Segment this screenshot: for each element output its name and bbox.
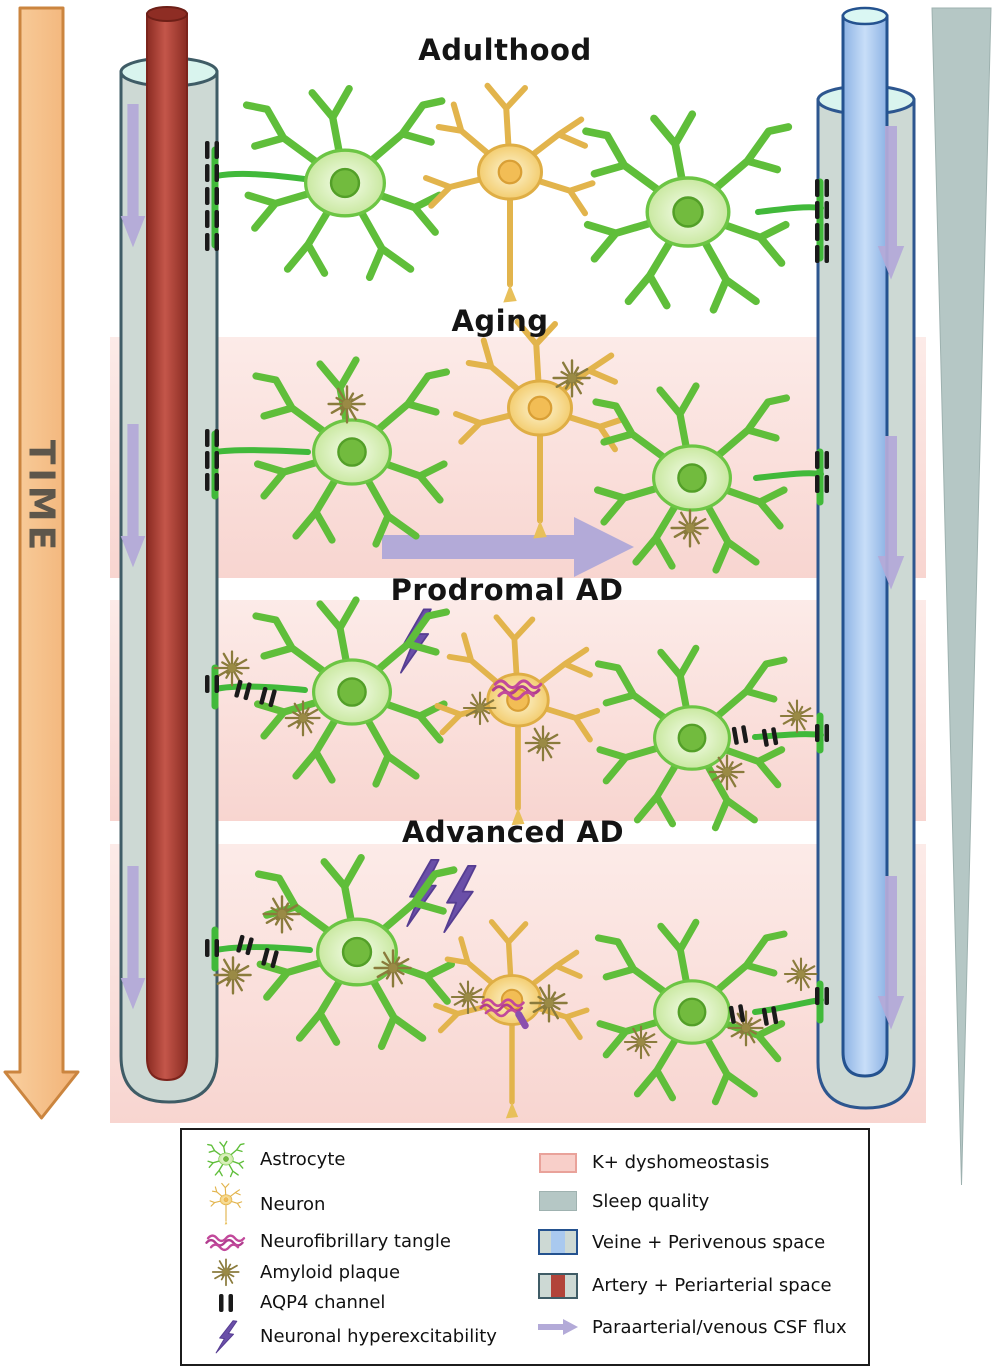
vein: [841, 6, 889, 1078]
stage-advanced-cells: [205, 858, 829, 1119]
artery: [146, 6, 188, 1082]
legend-box: Astrocyte Neuron Neurofibrillary tangle …: [180, 1128, 870, 1366]
sleep-quality-taper: [931, 7, 992, 1186]
progression-arrow: [382, 517, 634, 577]
sleep-quality-swatch: [534, 1191, 582, 1211]
legend-label: AQP4 channel: [260, 1292, 386, 1314]
stage-adulthood-cells: [205, 86, 829, 310]
stage-title-aging: Aging: [451, 304, 549, 338]
astrocyte-icon: [202, 1140, 250, 1178]
k-dyshomeostasis-swatch: [534, 1152, 582, 1173]
stage-title-advanced: Advanced AD: [401, 815, 625, 849]
legend-label: Neurofibrillary tangle: [260, 1231, 451, 1253]
legend-item-sleep-quality: Sleep quality: [534, 1191, 864, 1212]
legend-right-column: K+ dyshomeostasis Sleep quality Veine + …: [534, 1152, 864, 1338]
stage-aging-cells: [205, 322, 829, 570]
legend-item-csf-flux: Paraarterial/venous CSF flux: [534, 1316, 864, 1338]
aqp4-channel-icon: [202, 1292, 250, 1314]
time-arrow: [3, 6, 80, 1120]
legend-label: Paraarterial/venous CSF flux: [592, 1316, 847, 1338]
legend-label: Veine + Perivenous space: [592, 1231, 826, 1253]
legend-label: K+ dyshomeostasis: [592, 1152, 770, 1173]
legend-item-neuron: Neuron: [202, 1182, 512, 1226]
legend-item-astrocyte: Astrocyte: [202, 1140, 512, 1178]
legend-left-column: Astrocyte Neuron Neurofibrillary tangle …: [202, 1140, 512, 1356]
legend-label: Artery + Periarterial space: [592, 1275, 832, 1296]
legend-item-vein-perivenous-space: Veine + Perivenous space: [534, 1229, 864, 1255]
csf-flux-arrow-icon: [534, 1316, 582, 1338]
neurofibrillary-tangle-icon: [515, 1010, 529, 1030]
legend-item-neurofibrillary-tangle: Neurofibrillary tangle: [202, 1231, 512, 1253]
neuron-icon: [426, 86, 593, 303]
legend-item-amyloid-plaque: Amyloid plaque: [202, 1257, 512, 1287]
legend-label: Neuron: [260, 1193, 326, 1215]
time-axis-label: TIME: [20, 439, 62, 555]
neuron-icon: [202, 1182, 250, 1226]
neurofibrillary-tangle-icon: [202, 1231, 250, 1253]
stage-prodromal-cells: [205, 600, 829, 828]
vein-perivenous-swatch: [534, 1229, 582, 1255]
legend-item-artery-periarterial-space: Artery + Periarterial space: [534, 1272, 864, 1299]
neuronal-hyperexcitability-icon: [202, 1318, 250, 1356]
amyloid-plaque-icon: [202, 1257, 250, 1287]
artery-periarterial-swatch: [534, 1272, 582, 1299]
legend-label: Neuronal hyperexcitability: [260, 1326, 497, 1348]
legend-label: Amyloid plaque: [260, 1261, 401, 1283]
legend-item-aqp4-channel: AQP4 channel: [202, 1292, 512, 1314]
stage-title-prodromal: Prodromal AD: [390, 573, 624, 607]
legend-label: Sleep quality: [592, 1190, 710, 1212]
astrocyte-icon: [247, 89, 442, 278]
legend-label: Astrocyte: [260, 1148, 346, 1170]
legend-item-k-dyshomeostasis: K+ dyshomeostasis: [534, 1152, 864, 1173]
stage-title-adulthood: Adulthood: [418, 33, 592, 67]
legend-item-neuronal-hyperexcitability: Neuronal hyperexcitability: [202, 1318, 512, 1356]
